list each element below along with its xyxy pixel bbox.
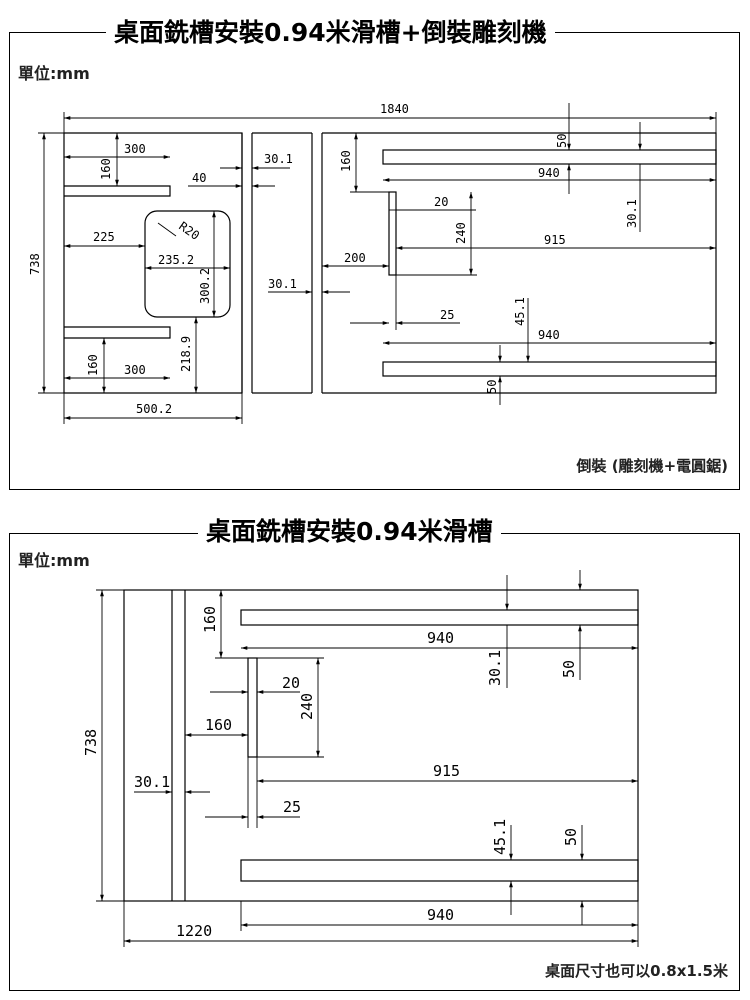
dim-rail-bottom-offset-2: 45.1 [491, 819, 509, 855]
dim-overall-height: 738 [28, 253, 42, 275]
dim-rail-bottom-length-2: 940 [427, 906, 454, 924]
dim-plate-width-2: 20 [282, 674, 300, 692]
table-outline-2 [123, 589, 639, 902]
dim-cut-width: 235.2 [158, 253, 194, 267]
dim-plate-height-2: 240 [298, 693, 316, 720]
dim-rail-top-length-2: 940 [427, 629, 454, 647]
diagram-title-2: 桌面銑槽安裝0.94米滑槽 [198, 517, 501, 547]
diagram-frame-slot-only [9, 533, 740, 991]
diagram1-labels: 1840 738 500.2 300 160 300 160 R20 225 2… [28, 102, 639, 416]
dim-plate-offset-2: 25 [283, 798, 301, 816]
dim-rail-top-width-2: 50 [560, 660, 578, 678]
dim-plate-offset: 25 [440, 308, 454, 322]
dim-rail-top-offset-2: 30.1 [486, 650, 504, 686]
dim-slot-width-upper: 30.1 [264, 152, 293, 166]
dim-rail-top-offset: 30.1 [625, 199, 639, 228]
dim-rail-bottom-length: 940 [538, 328, 560, 342]
dim-arm-bottom-length: 300 [124, 363, 146, 377]
dim-cut-height: 300.2 [198, 268, 212, 304]
dim-plate-width: 20 [434, 195, 448, 209]
dim-rail-top-width: 50 [555, 134, 569, 148]
dim-overall-height-2: 738 [82, 729, 100, 756]
dim-cut-radius: R20 [176, 219, 202, 243]
dim-plate-to-edge: 915 [544, 233, 566, 247]
dim-slot-to-plate: 200 [344, 251, 366, 265]
dim-left-width: 500.2 [136, 402, 172, 416]
dim-plate-to-edge-2: 915 [433, 762, 460, 780]
dim-cut-bottom-offset: 218.9 [179, 336, 193, 372]
dim-rail-bottom-offset: 45.1 [513, 297, 527, 326]
dim-cut-left-offset: 225 [93, 230, 115, 244]
dim-rail-bottom-width-2: 50 [562, 828, 580, 846]
dim-slot-gap: 40 [192, 171, 206, 185]
diagram-note: 倒裝 (雕刻機+電圓鋸) [576, 457, 728, 475]
dim-rail-top-length: 940 [538, 166, 560, 180]
dim-slot-width-2: 30.1 [134, 773, 170, 791]
dim-overall-width: 1840 [380, 102, 409, 116]
dim-overall-width-2: 1220 [176, 922, 212, 940]
dim-plate-height: 240 [454, 222, 468, 244]
unit-label: 單位:mm [18, 64, 90, 83]
dim-slot-offset-side-2: 160 [205, 716, 232, 734]
dimension-lines [38, 103, 717, 424]
dim-arm-bottom-offset: 160 [86, 354, 100, 376]
dim-arm-top-offset: 160 [99, 158, 113, 180]
diagram-note-2: 桌面尺寸也可以0.8x1.5米 [545, 962, 728, 980]
dim-arm-top-length: 300 [124, 142, 146, 156]
dim-slot-offset: 160 [339, 150, 353, 172]
diagram2-labels: 738 1220 30.1 160 160 940 30.1 50 20 240… [82, 606, 580, 940]
diagram1-drawing [38, 103, 717, 424]
dim-slot-width-lower: 30.1 [268, 277, 297, 291]
unit-label-2: 單位:mm [18, 551, 90, 570]
diagram-title: 桌面銑槽安裝0.94米滑槽+倒裝雕刻機 [106, 18, 555, 48]
dimension-lines-2 [96, 570, 639, 947]
dim-rail-bottom-width: 50 [485, 380, 499, 394]
diagram2-drawing [96, 570, 639, 947]
dim-slot-offset-top-2: 160 [201, 606, 219, 633]
